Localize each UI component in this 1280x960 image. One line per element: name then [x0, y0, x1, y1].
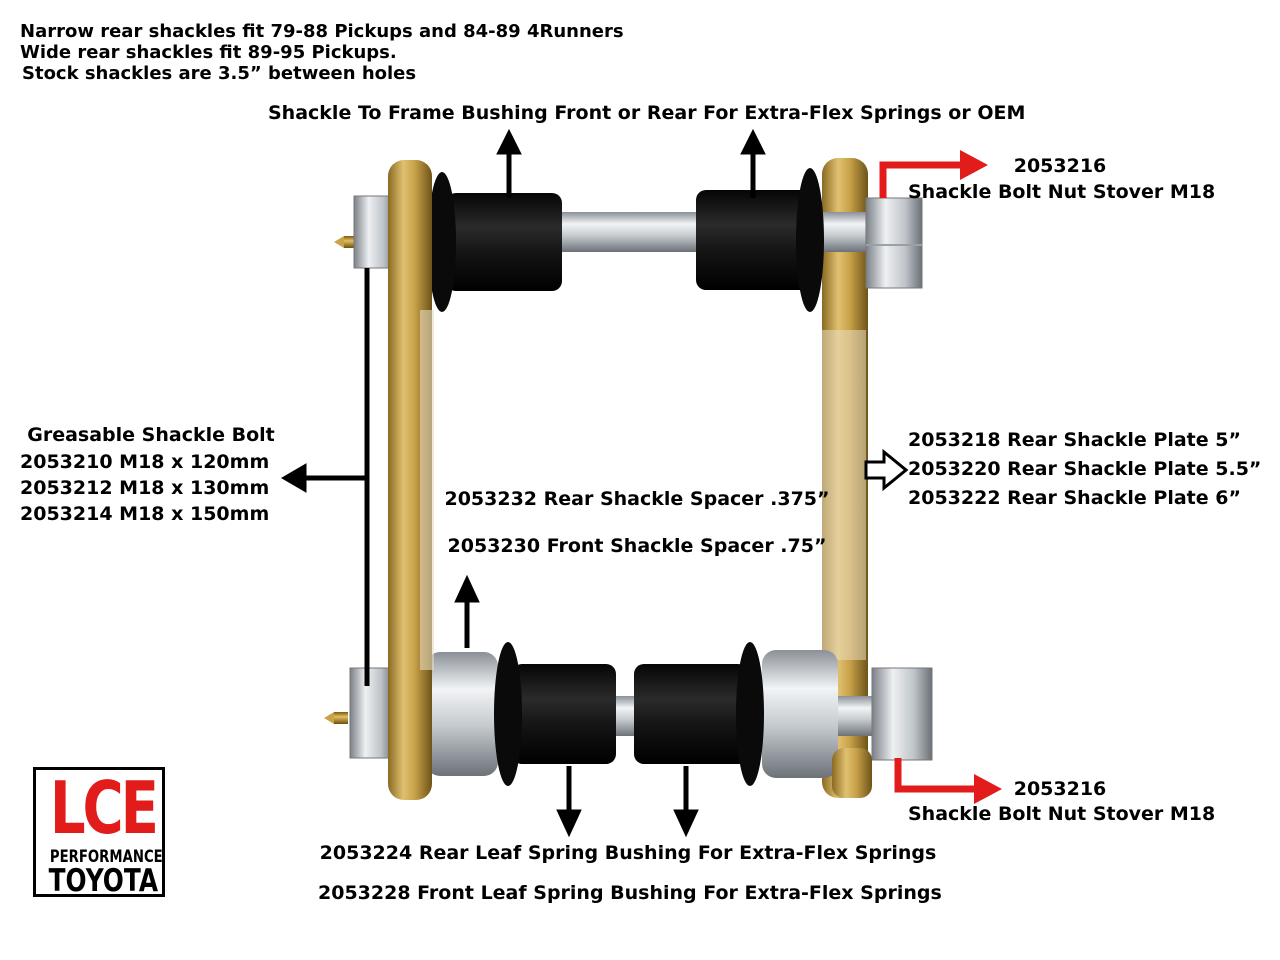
red-arrow-bottom: [894, 758, 1002, 804]
front-leaf-bushing-label: 2053228 Front Leaf Spring Bushing For Ex…: [318, 882, 942, 904]
bottom-right-bushing: [634, 642, 764, 786]
top-right-bushing: [696, 168, 824, 312]
bolt-item: 2053210 M18 x 120mm: [20, 451, 270, 473]
plate-item: 2053218 Rear Shackle Plate 5”: [908, 429, 1241, 451]
left-shackle-spacer: [426, 652, 498, 776]
logo-line-3: TOYOTA: [48, 863, 159, 899]
bottom-left-bushing: [494, 642, 616, 786]
right-shackle-spacer: [762, 650, 838, 778]
callout-arrows: [281, 128, 766, 838]
rear-spacer-label: 2053232 Rear Shackle Spacer .375”: [444, 488, 830, 510]
front-spacer-label: 2053230 Front Shackle Spacer .75”: [447, 535, 827, 557]
lce-performance-toyota-logo: LCE PERFORMANCE TOYOTA: [33, 766, 165, 899]
right-plate-bottom-edge: [832, 748, 872, 798]
bolt-item: 2053212 M18 x 130mm: [20, 477, 270, 499]
left-shackle-plate: [388, 160, 434, 800]
header-line-2: Wide rear shackles fit 89-95 Pickups.: [20, 42, 397, 63]
nut-bottom-desc: Shackle Bolt Nut Stover M18: [908, 803, 1216, 825]
red-arrow-top: [879, 150, 988, 198]
plates-hollow-arrow: [864, 448, 909, 492]
logo-line-2: PERFORMANCE: [49, 847, 163, 867]
nut-top-part: 2053216: [1013, 155, 1107, 177]
header-line-3: Stock shackles are 3.5” between holes: [22, 63, 417, 84]
plate-item: 2053222 Rear Shackle Plate 6”: [908, 487, 1241, 509]
bolt-title: Greasable Shackle Bolt: [27, 424, 275, 446]
top-left-bushing: [428, 172, 562, 312]
nut-bottom-part: 2053216: [1013, 778, 1107, 800]
bolt-item: 2053214 M18 x 150mm: [20, 503, 270, 525]
top-bushing-label: Shackle To Frame Bushing Front or Rear F…: [268, 102, 1026, 124]
logo-brand: LCE: [49, 766, 159, 850]
right-shackle-plate: [822, 158, 868, 798]
nut-top-desc: Shackle Bolt Nut Stover M18: [908, 181, 1216, 203]
plate-item: 2053220 Rear Shackle Plate 5.5”: [908, 458, 1262, 480]
header-line-1: Narrow rear shackles fit 79-88 Pickups a…: [20, 21, 624, 42]
rear-leaf-bushing-label: 2053224 Rear Leaf Spring Bushing For Ext…: [319, 842, 937, 864]
